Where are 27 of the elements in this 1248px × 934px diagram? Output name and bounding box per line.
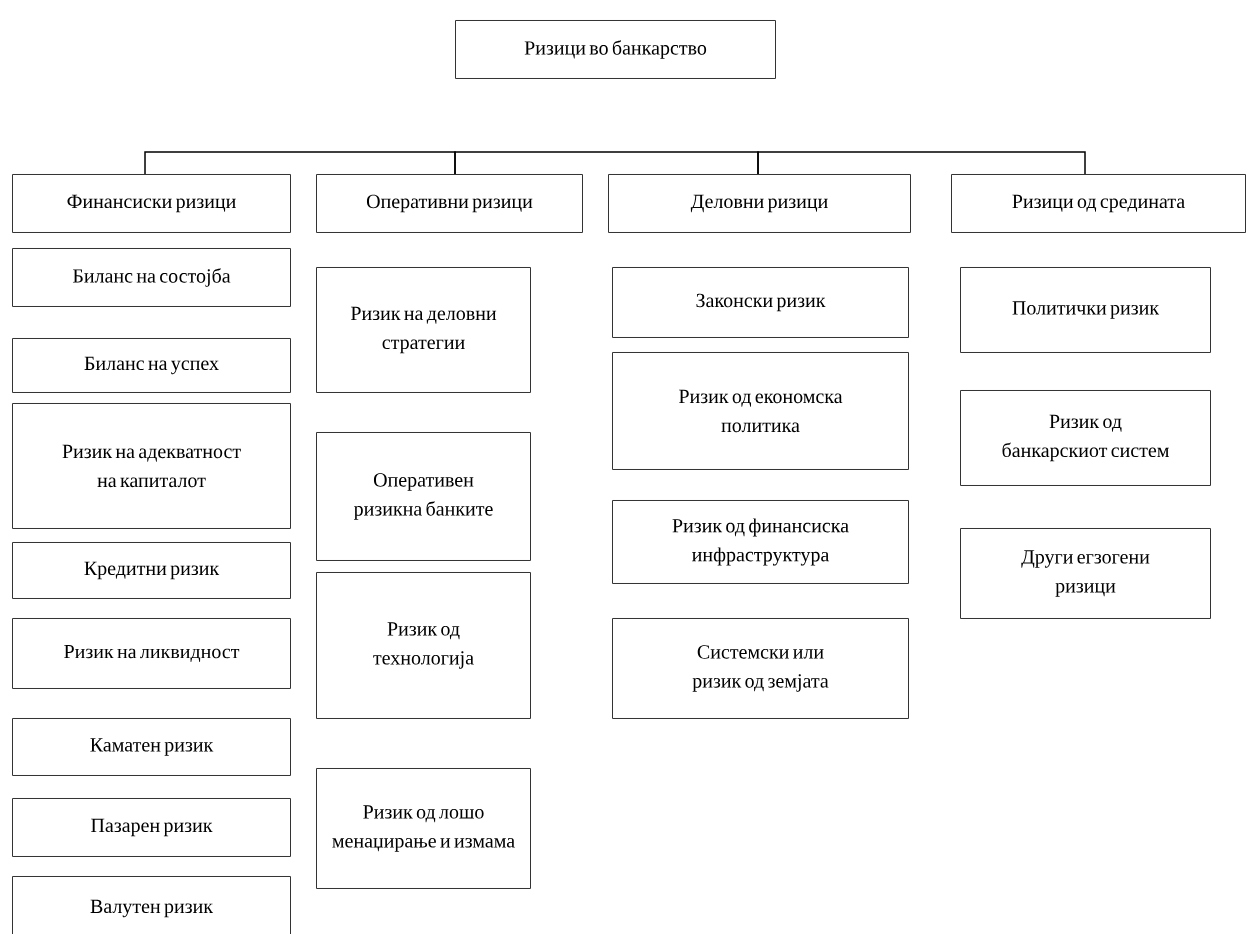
risk-box: Оперативен ризикна банките — [316, 432, 531, 561]
risk-box: Биланс на успех — [12, 338, 291, 393]
root-box: Ризици во банкарство — [455, 20, 776, 79]
risk-box: Кредитни ризик — [12, 542, 291, 599]
risk-box: Ризик од економска политика — [612, 352, 909, 470]
risk-box: Каматен ризик — [12, 718, 291, 776]
category-box: Финансиски ризици — [12, 174, 291, 233]
risk-box: Ризик од финансиска инфраструктура — [612, 500, 909, 584]
connector-line — [757, 151, 1086, 175]
category-box: Ризици од средината — [951, 174, 1246, 233]
risk-box: Законски ризик — [612, 267, 909, 338]
connector-line — [454, 151, 759, 175]
risk-box: Биланс на состојба — [12, 248, 291, 307]
risk-box: Системски или ризик од земјата — [612, 618, 909, 719]
category-box: Оперативни ризици — [316, 174, 583, 233]
risk-box: Ризик од лошо менаџирање и измама — [316, 768, 531, 889]
risk-box: Пазарен ризик — [12, 798, 291, 857]
risk-box: Ризик на ликвидност — [12, 618, 291, 689]
risk-box: Ризик од банкарскиот систем — [960, 390, 1211, 486]
risk-box: Политички ризик — [960, 267, 1211, 353]
risk-box: Други егзогени ризици — [960, 528, 1211, 619]
risk-box: Ризик од технологија — [316, 572, 531, 719]
category-box: Деловни ризици — [608, 174, 911, 233]
connector-line — [144, 151, 456, 175]
risk-box: Ризик на адекватност на капиталот — [12, 403, 291, 529]
risk-box: Валутен ризик — [12, 876, 291, 934]
risk-box: Ризик на деловни стратегии — [316, 267, 531, 393]
